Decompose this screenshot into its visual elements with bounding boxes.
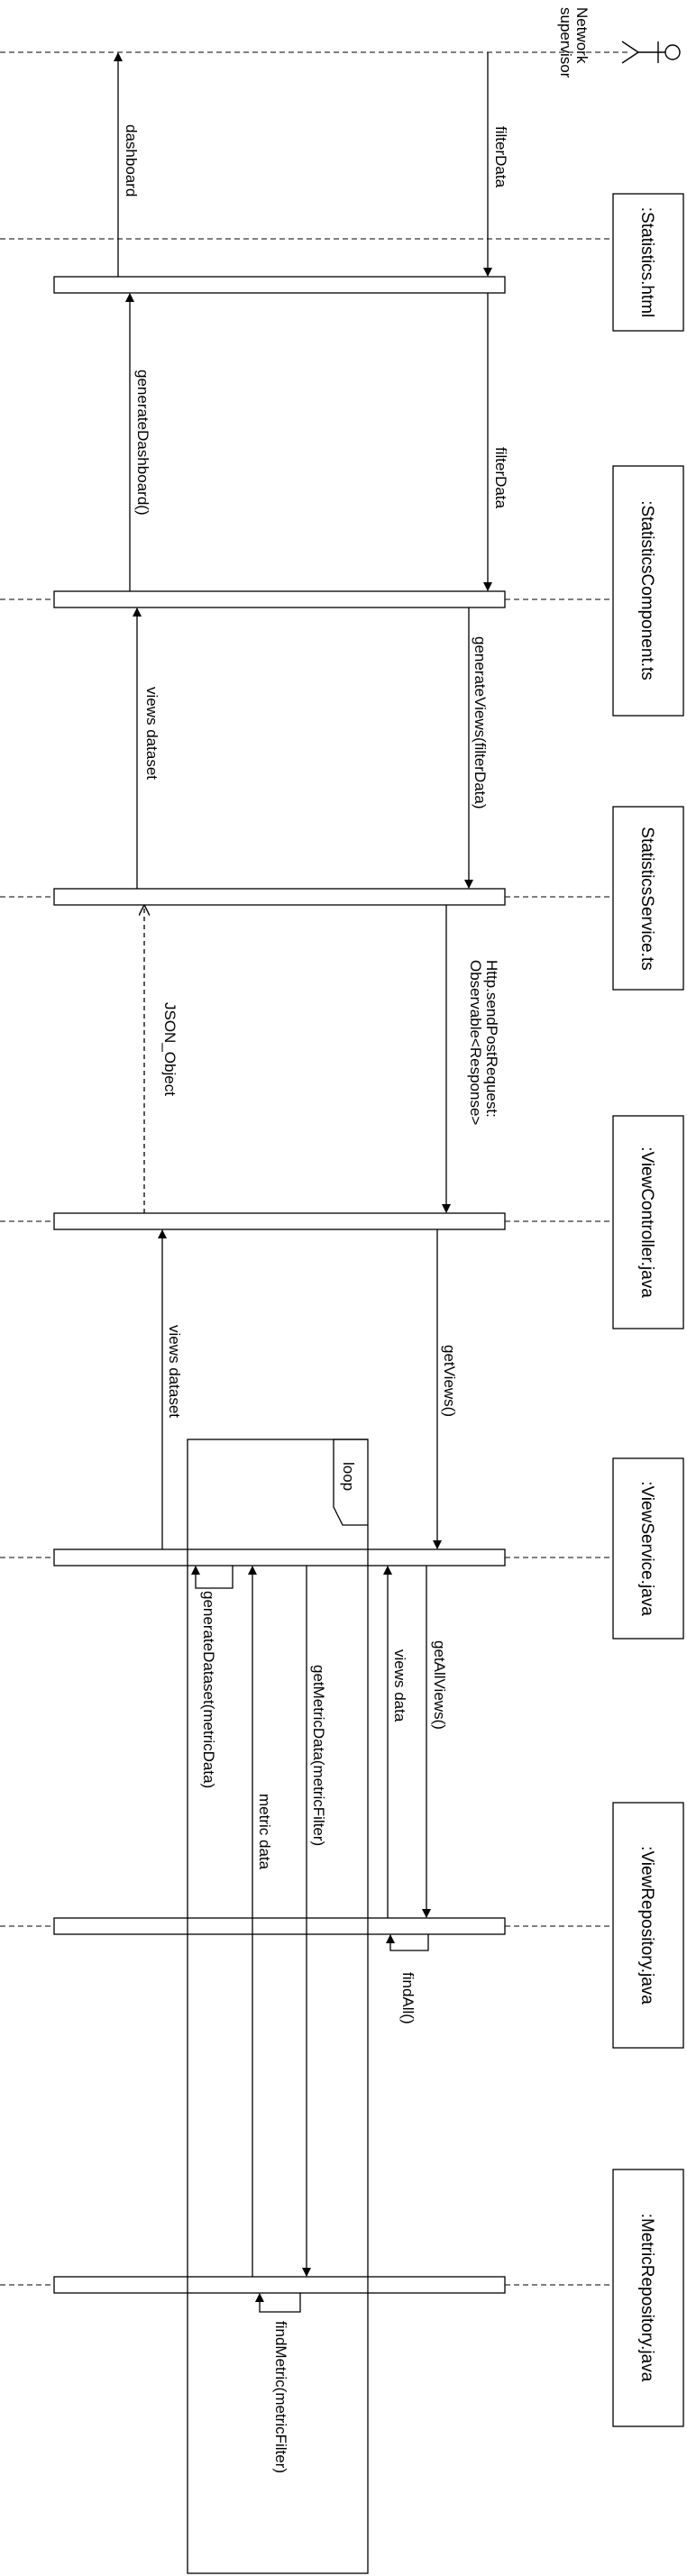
actor-name: Network xyxy=(573,7,591,64)
activation-bar-statistics-html xyxy=(53,276,506,294)
participant-view-repository: :ViewRepository.java xyxy=(612,1802,684,2049)
participant-label: :ViewController.java xyxy=(637,1146,656,1298)
message-label-views-data: views data xyxy=(391,1649,408,1722)
participant-statistics-component: :StatisticsComponent.ts xyxy=(612,465,684,717)
message-find-metric xyxy=(255,2293,301,2313)
message-generate-dataset xyxy=(191,1566,234,1589)
actor-name-line2: supervisor xyxy=(557,7,574,78)
participant-statistics-service: StatisticsService.ts xyxy=(612,806,684,991)
message-label-get-metric-data: getMetricData(metricFilter) xyxy=(310,1665,327,1846)
activation-bar-statistics-component xyxy=(53,590,506,608)
participant-label: :MetricRepository.java xyxy=(637,2214,656,2382)
message-labels: filterData dashboard filterData generate… xyxy=(123,124,509,2473)
message-label-views-dataset-1: views dataset xyxy=(143,687,160,780)
participant-label: :Statistics.html xyxy=(637,207,656,317)
message-label-find-all: findAll() xyxy=(399,1972,417,2024)
participant-label: :StatisticsComponent.ts xyxy=(637,500,656,681)
message-label-json-object: JSON_Object xyxy=(161,1002,179,1096)
actor-stick-figure-icon xyxy=(621,41,681,64)
participant-label: :ViewRepository.java xyxy=(637,1846,656,2005)
message-label-filter-data-1: filterData xyxy=(492,126,509,188)
activation-bar-metric-repository xyxy=(53,2276,506,2294)
activation-bars xyxy=(53,276,506,2294)
lifelines xyxy=(0,51,631,2286)
message-label-dashboard: dashboard xyxy=(123,124,140,196)
message-label-http-send-line2: Observable<Response> xyxy=(467,960,484,1125)
message-label-find-metric: findMetric(metricFilter) xyxy=(272,2321,289,2473)
message-label-http-send-line1: Http.sendPostRequest: xyxy=(483,960,500,1118)
message-label-views-dataset-2: views dataset xyxy=(166,1325,183,1418)
loop-operator-tab xyxy=(333,1439,368,1526)
message-label-generate-dataset: generateDataset(metricData) xyxy=(200,1591,217,1788)
message-label-generate-views: generateViews(filterData) xyxy=(472,636,489,809)
message-label-filter-data-2: filterData xyxy=(492,447,509,509)
activation-bar-view-repository xyxy=(53,1917,506,1935)
activation-bar-view-controller xyxy=(53,1212,506,1230)
message-label-metric-data: metric data xyxy=(256,1794,273,1870)
participant-view-service: :ViewService.java xyxy=(612,1457,684,1640)
loop-fragment xyxy=(187,1439,369,2574)
participants: :Statistics.html :StatisticsComponent.ts… xyxy=(612,193,684,2427)
participant-metric-repository: :MetricRepository.java xyxy=(612,2169,684,2427)
message-label-get-all-views: getAllViews() xyxy=(431,1640,448,1730)
participant-view-controller: :ViewController.java xyxy=(612,1115,684,1329)
message-label-generate-dashboard: generateDashboard() xyxy=(134,370,151,516)
messages xyxy=(114,52,492,2313)
activation-bar-view-service xyxy=(53,1548,506,1567)
message-find-all xyxy=(386,1934,429,1951)
loop-operator-label: loop xyxy=(340,1462,357,1491)
activation-bar-statistics-service xyxy=(53,888,506,906)
participant-label: StatisticsService.ts xyxy=(637,827,656,970)
participant-label: :ViewService.java xyxy=(637,1481,656,1616)
participant-statistics-html: :Statistics.html xyxy=(612,193,684,332)
message-label-get-views: getViews() xyxy=(441,1345,458,1417)
